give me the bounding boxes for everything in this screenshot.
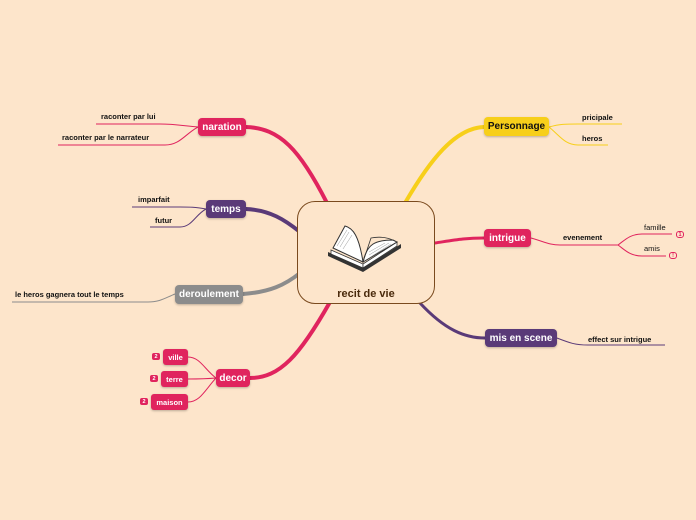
- branch-decor[interactable]: decor: [216, 369, 250, 387]
- leaf-raconter-par-le-narrateur[interactable]: raconter par le narrateur: [62, 133, 150, 142]
- leaf-le-heros-gagnera[interactable]: le heros gagnera tout le temps: [15, 290, 124, 299]
- leaf-pricipale[interactable]: pricipale: [582, 113, 613, 122]
- leaf-evenement[interactable]: evenement: [563, 233, 603, 242]
- leaf-futur[interactable]: futur: [155, 216, 173, 225]
- leaf-imparfait[interactable]: imparfait: [138, 195, 170, 204]
- link-mis-en-scene: [418, 301, 487, 340]
- branch-personnage[interactable]: Personnage: [484, 117, 549, 136]
- link-personnage: [403, 125, 486, 205]
- central-topic-title: recit de vie: [337, 288, 395, 300]
- leaf-terre[interactable]: terre: [161, 371, 188, 387]
- leaf-heros[interactable]: heros: [582, 134, 603, 143]
- branch-deroulement[interactable]: deroulement: [175, 285, 243, 304]
- open-book-icon: [328, 225, 401, 272]
- leaf-maison[interactable]: maison: [151, 394, 188, 410]
- leaf-amis[interactable]: amis: [644, 244, 660, 253]
- leaf-raconter-par-lui[interactable]: raconter par lui: [101, 112, 156, 121]
- alert-badge: !: [669, 252, 677, 259]
- leaf-ville[interactable]: ville: [163, 349, 188, 365]
- branch-intrigue[interactable]: intrigue: [484, 229, 531, 247]
- branch-mis-en-scene[interactable]: mis en scene: [485, 329, 557, 347]
- count-badge: 1: [676, 231, 684, 238]
- link-deroulement: [241, 271, 302, 296]
- branch-naration[interactable]: naration: [198, 118, 246, 136]
- link-decor: [248, 300, 332, 380]
- link-naration: [244, 125, 329, 205]
- count-badge: 2: [150, 375, 158, 382]
- central-topic[interactable]: recit de vie: [297, 201, 435, 304]
- link-intrigue: [433, 236, 486, 245]
- count-badge: 2: [152, 353, 160, 360]
- branch-temps[interactable]: temps: [206, 200, 246, 218]
- link-temps: [244, 207, 302, 234]
- count-badge: 2: [140, 398, 148, 405]
- leaf-effect-sur-intrigue[interactable]: effect sur intrigue: [588, 335, 652, 344]
- leaf-famille[interactable]: famille: [644, 223, 666, 232]
